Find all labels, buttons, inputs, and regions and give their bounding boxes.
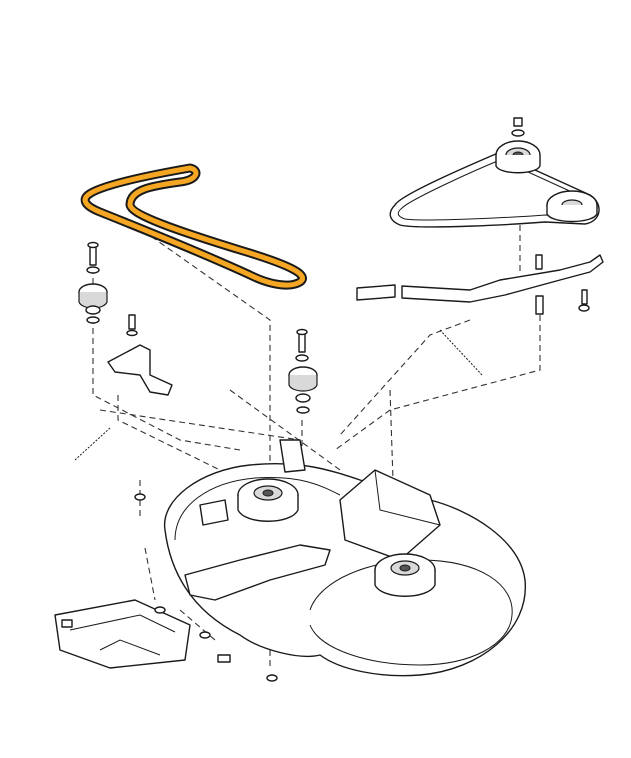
engine-drive-belt-assembly xyxy=(389,117,600,228)
tension-spring-right xyxy=(439,329,483,376)
leader-lines xyxy=(92,224,541,670)
tension-spring-left xyxy=(74,427,111,461)
mower-deck-belt[interactable] xyxy=(80,163,307,290)
deck-lift-linkage xyxy=(356,254,604,315)
front-hanger-bracket xyxy=(54,493,278,682)
idler-arm-bracket xyxy=(107,314,173,396)
left-idler-pulley-stack xyxy=(78,241,108,324)
left-spindle-pulley xyxy=(237,478,299,522)
right-spindle-pulley xyxy=(374,553,436,597)
center-idler-pulley-stack xyxy=(288,328,318,414)
deck-idler-arm xyxy=(184,439,331,601)
